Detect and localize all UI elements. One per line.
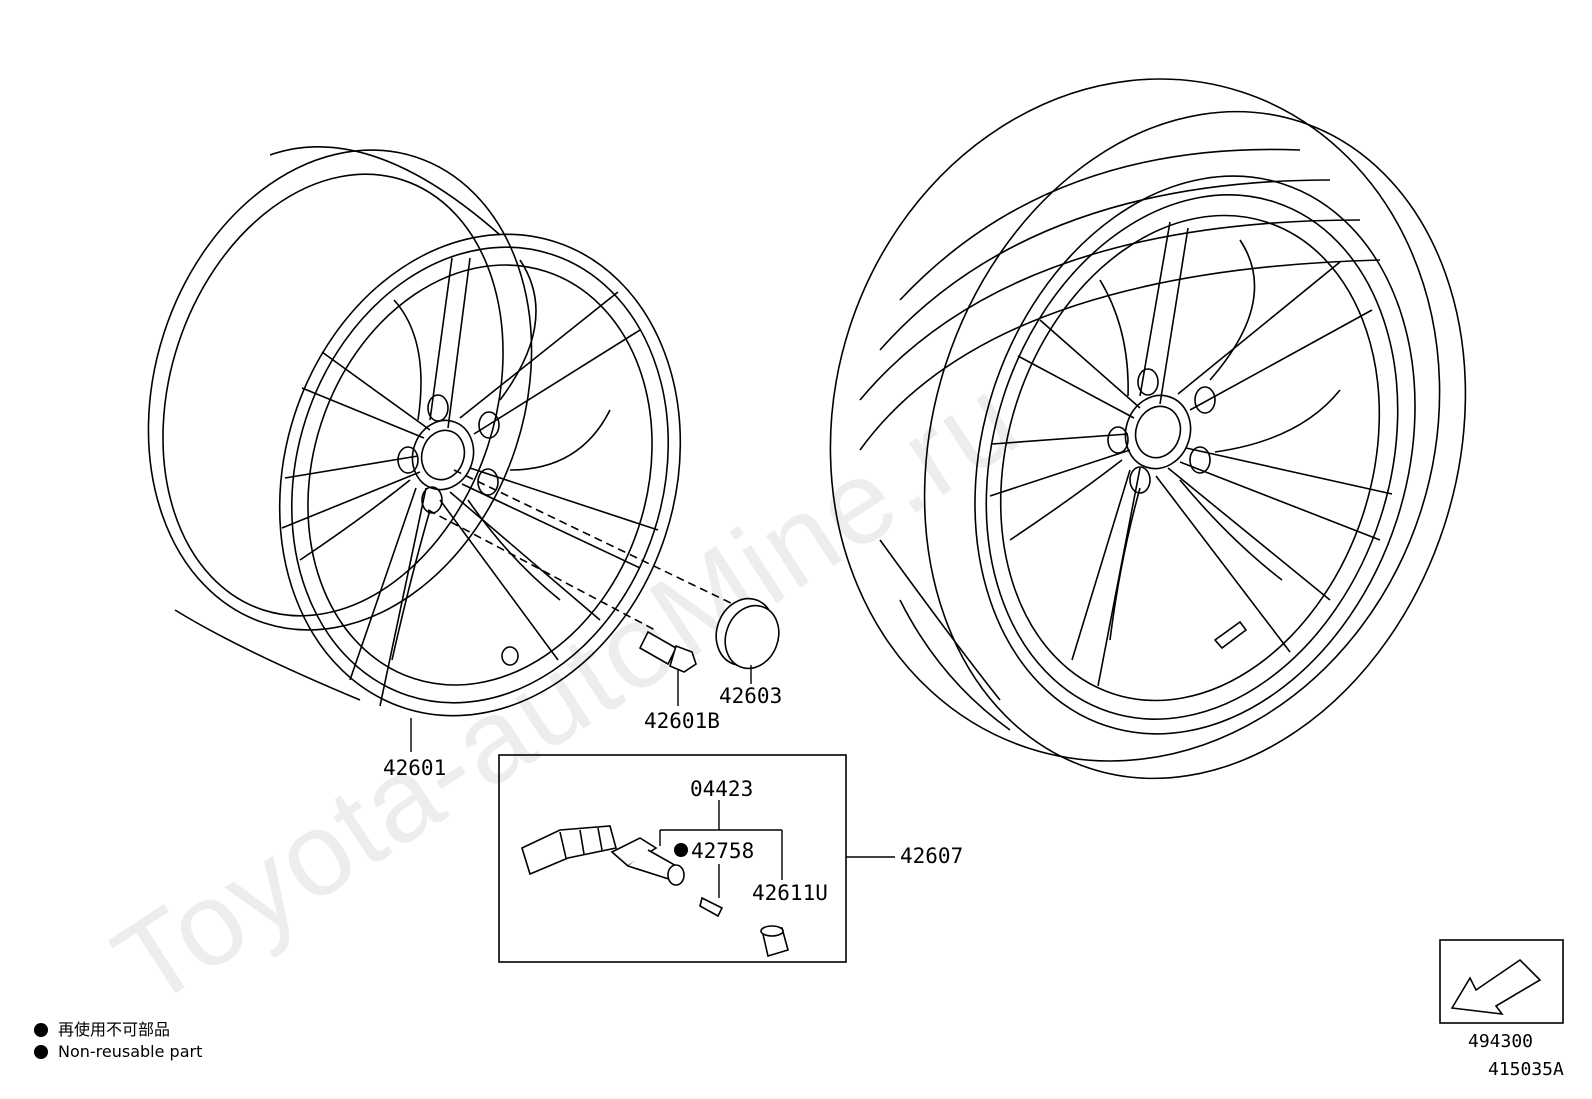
legend-en: Non-reusable part <box>34 1042 202 1061</box>
legend-ja: 再使用不可部品 <box>34 1016 170 1040</box>
callout-42601: 42601 <box>383 756 446 780</box>
non-reusable-marker <box>674 843 688 857</box>
tire-wheel-drawing <box>829 78 1467 780</box>
watermark-text: Toyota-autoMine.ru <box>92 351 1041 1031</box>
drawing-id: 415035A <box>1488 1059 1564 1080</box>
callout-42758: 42758 <box>691 839 754 863</box>
reference-box <box>1439 939 1564 1024</box>
tpms-kit-box <box>498 754 847 963</box>
callout-42601B: 42601B <box>644 709 720 733</box>
callout-04423: 04423 <box>690 777 753 801</box>
wheel-rim-drawing <box>147 146 736 717</box>
bullet-icon <box>34 1023 48 1037</box>
wheel-bolt-drawing <box>638 630 697 673</box>
leader-lines <box>410 665 895 898</box>
tpms-sensor-drawing <box>521 825 789 958</box>
callout-42611U: 42611U <box>752 881 828 905</box>
callout-42603: 42603 <box>719 684 782 708</box>
reference-code: 494300 <box>1468 1031 1533 1052</box>
legend-ja-text: 再使用不可部品 <box>58 1020 171 1039</box>
legend-en-text: Non-reusable part <box>58 1042 203 1061</box>
reference-arrow-icon <box>1450 958 1542 1016</box>
center-cap-drawing <box>715 597 780 670</box>
callout-42607: 42607 <box>900 844 963 868</box>
bullet-icon <box>34 1045 48 1059</box>
